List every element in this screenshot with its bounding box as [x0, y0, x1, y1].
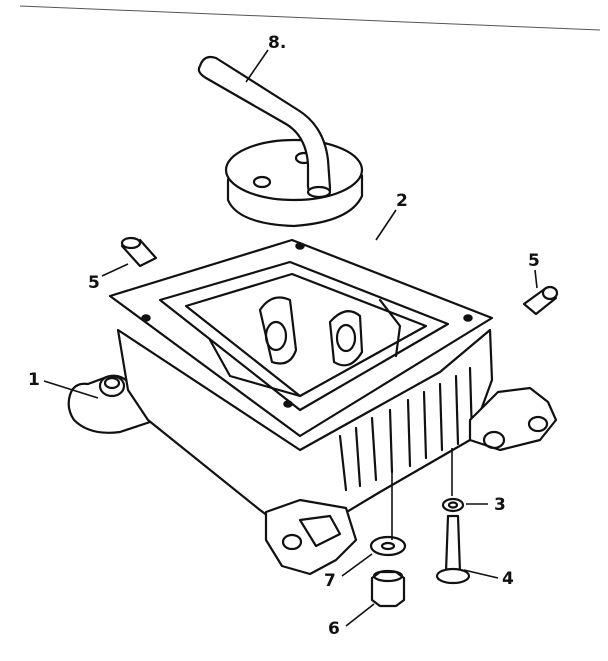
part-5-plug-left: [120, 236, 158, 268]
leader-6: [345, 603, 375, 627]
leader-5b: [534, 269, 538, 289]
callout-2: 2: [396, 191, 408, 211]
part-7-washer: [369, 535, 407, 557]
part-8-cover-with-tube: [197, 55, 364, 228]
callout-8: 8.: [268, 33, 286, 53]
callout-5-left: 5: [88, 273, 100, 293]
part-1-base-body: [67, 328, 558, 576]
scan-edge-line: [19, 5, 601, 31]
callout-5-right: 5: [528, 251, 540, 271]
part-5-plug-right: [522, 285, 559, 316]
part-3-washer: [441, 497, 465, 513]
callout-4: 4: [502, 569, 514, 589]
part-2-gasket: [108, 238, 494, 438]
bowl-interior: [184, 272, 428, 398]
leader-7: [341, 553, 373, 577]
leader-8: [245, 49, 269, 83]
part-4-screw: [435, 514, 471, 585]
leader-4: [463, 569, 499, 579]
leader-1: [43, 380, 99, 399]
callout-1: 1: [28, 370, 40, 390]
leader-lines: [43, 49, 538, 627]
callout-6: 6: [328, 619, 340, 639]
leader-5a: [101, 263, 129, 277]
leader-2: [375, 209, 397, 241]
callout-3: 3: [494, 495, 506, 515]
part-6-nut: [370, 569, 406, 608]
callout-7: 7: [324, 571, 336, 591]
